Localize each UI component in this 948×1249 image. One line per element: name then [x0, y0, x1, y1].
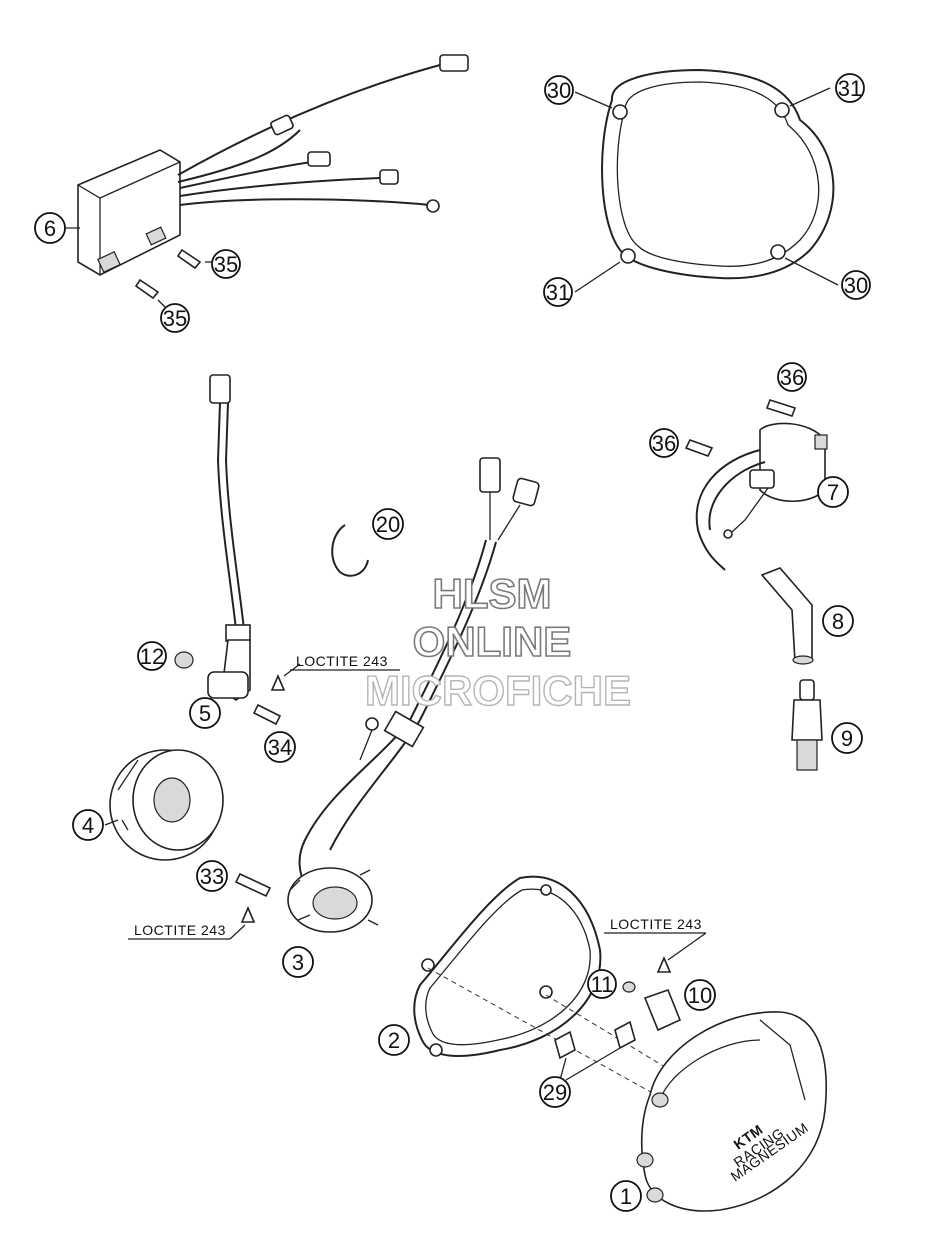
loctite-label-2: LOCTITE 243 [128, 922, 246, 940]
svg-text:31: 31 [838, 76, 862, 101]
svg-text:36: 36 [780, 365, 804, 390]
screw-35-lower [134, 278, 166, 308]
watermark: HLSM ONLINE MICROFICHE [364, 569, 631, 715]
loctite-text-3: LOCTITE 243 [610, 916, 702, 932]
callout-2: 2 [378, 1024, 410, 1056]
callout-6: 6 [34, 212, 66, 244]
svg-text:35: 35 [214, 252, 238, 277]
screw-34 [252, 663, 301, 726]
svg-text:2: 2 [388, 1028, 400, 1053]
cover-plate-10 [643, 988, 682, 1032]
spark-plug [791, 679, 823, 771]
screw-35-upper [176, 248, 212, 270]
screw-33 [234, 872, 272, 923]
spark-plug-cap [760, 567, 814, 665]
svg-text:36: 36 [652, 431, 676, 456]
callout-29: 29 [539, 1076, 571, 1108]
loctite-text-1: LOCTITE 243 [296, 653, 388, 669]
cover-gasket [574, 68, 839, 293]
callout-31-top: 31 [835, 73, 865, 103]
loctite-label-3: LOCTITE 243 [604, 916, 707, 961]
callout-34: 34 [264, 731, 296, 763]
watermark-line1: HLSM [433, 570, 552, 617]
nut-12 [174, 651, 194, 669]
callout-3: 3 [282, 946, 314, 978]
screw-11 [622, 955, 672, 993]
callout-20: 20 [372, 508, 404, 540]
svg-text:29: 29 [543, 1080, 567, 1105]
loctite-label-1: LOCTITE 243 [290, 653, 400, 671]
ignition-cover: KTM RACING MAGNESIUM [636, 1011, 827, 1212]
callout-30-bottom: 30 [841, 270, 871, 300]
svg-text:31: 31 [546, 280, 570, 305]
watermark-line2: ONLINE [413, 618, 572, 665]
callout-35-a: 35 [211, 249, 241, 279]
callout-30-top: 30 [544, 75, 574, 105]
callout-9: 9 [831, 722, 863, 754]
clip-20 [331, 524, 369, 577]
callout-7: 7 [817, 476, 849, 508]
pulse-generator [207, 374, 251, 701]
callout-36-top: 36 [777, 362, 807, 392]
svg-text:33: 33 [200, 864, 224, 889]
svg-text:10: 10 [688, 983, 712, 1008]
svg-text:20: 20 [376, 512, 400, 537]
callout-4: 4 [72, 809, 104, 841]
callout-31-bottom: 31 [543, 277, 573, 307]
ignition-coil [684, 399, 828, 571]
watermark-line3: MICROFICHE [365, 667, 631, 714]
svg-text:7: 7 [827, 480, 839, 505]
callout-11: 11 [587, 969, 617, 999]
svg-text:6: 6 [44, 216, 56, 241]
svg-text:1: 1 [620, 1184, 632, 1209]
svg-text:3: 3 [292, 950, 304, 975]
callout-8: 8 [822, 605, 854, 637]
callout-33: 33 [196, 860, 228, 892]
callout-12: 12 [137, 641, 167, 671]
svg-text:8: 8 [832, 609, 844, 634]
stator [287, 457, 540, 933]
callout-1: 1 [610, 1180, 642, 1212]
svg-text:35: 35 [163, 306, 187, 331]
svg-text:9: 9 [841, 726, 853, 751]
cdi-unit [55, 54, 469, 276]
callout-5: 5 [189, 697, 221, 729]
ignition-cover-gasket [413, 875, 671, 1101]
svg-text:11: 11 [591, 972, 614, 997]
dowel-pins [554, 1020, 636, 1081]
svg-text:30: 30 [844, 273, 868, 298]
callout-36-left: 36 [649, 428, 679, 458]
svg-text:30: 30 [547, 78, 571, 103]
svg-text:5: 5 [199, 701, 211, 726]
callout-10: 10 [684, 979, 716, 1011]
loctite-text-2: LOCTITE 243 [134, 922, 226, 938]
callout-35-b: 35 [160, 303, 190, 333]
svg-text:12: 12 [140, 644, 164, 669]
svg-text:34: 34 [268, 735, 292, 760]
svg-text:4: 4 [82, 813, 94, 838]
flywheel-rotor [104, 749, 224, 861]
